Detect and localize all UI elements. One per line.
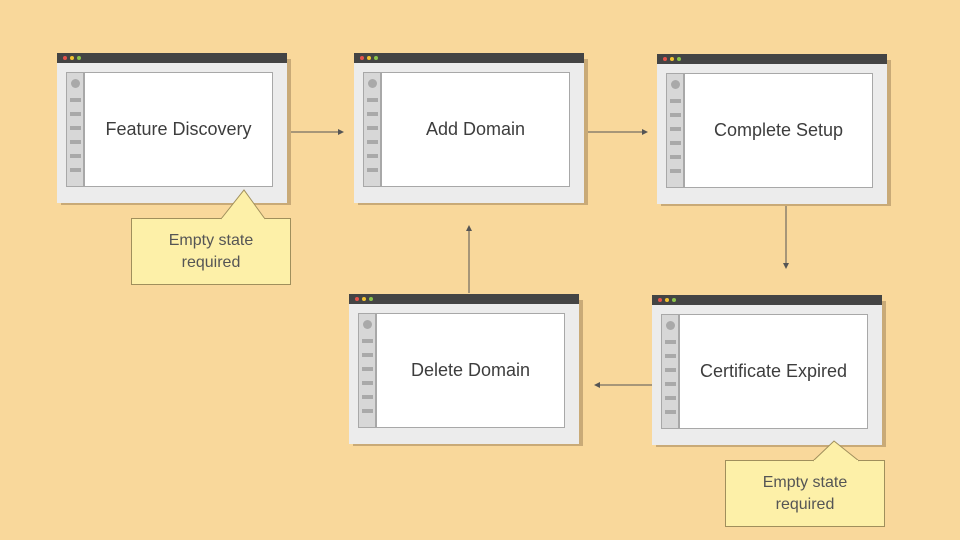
sidebar-line — [362, 339, 373, 343]
avatar-icon — [666, 321, 675, 330]
sidebar-wireframe — [661, 314, 679, 429]
screen-label: Complete Setup — [713, 120, 844, 140]
close-dot-icon — [355, 297, 359, 301]
sidebar-line — [70, 154, 81, 158]
sidebar-line — [670, 113, 681, 117]
sidebar-line — [665, 368, 676, 372]
content-area: Complete Setup — [684, 73, 873, 188]
close-dot-icon — [63, 56, 67, 60]
sidebar-line — [367, 140, 378, 144]
screen-delete-domain: Delete Domain — [349, 294, 583, 446]
content-area: Certificate Expired — [679, 314, 868, 429]
maximize-dot-icon — [672, 298, 676, 302]
sidebar-line — [70, 112, 81, 116]
sidebar-line — [367, 98, 378, 102]
minimize-dot-icon — [665, 298, 669, 302]
sidebar-line — [367, 112, 378, 116]
callout-note-feature-discovery: Empty state required — [131, 218, 291, 285]
sidebar-wireframe — [358, 313, 376, 428]
browser-window: Delete Domain — [349, 294, 579, 444]
window-titlebar — [57, 53, 287, 63]
window-titlebar — [657, 54, 887, 64]
avatar-icon — [671, 80, 680, 89]
callout-pointer — [220, 189, 266, 220]
screen-add-domain: Add Domain — [354, 53, 588, 205]
maximize-dot-icon — [677, 57, 681, 61]
sidebar-line — [70, 126, 81, 130]
screen-label: Add Domain — [425, 119, 526, 139]
sidebar-wireframe — [363, 72, 381, 187]
window-titlebar — [354, 53, 584, 63]
sidebar-line — [665, 382, 676, 386]
sidebar-line — [362, 381, 373, 385]
close-dot-icon — [360, 56, 364, 60]
screen-label: Feature Discovery — [105, 119, 252, 139]
sidebar-line — [665, 396, 676, 400]
sidebar-line — [665, 340, 676, 344]
sidebar-wireframe — [66, 72, 84, 187]
sidebar-line — [670, 141, 681, 145]
minimize-dot-icon — [670, 57, 674, 61]
close-dot-icon — [658, 298, 662, 302]
content-area: Feature Discovery — [84, 72, 273, 187]
browser-window: Certificate Expired — [652, 295, 882, 445]
sidebar-line — [367, 168, 378, 172]
screen-feature-discovery: Feature Discovery — [57, 53, 291, 205]
sidebar-line — [665, 410, 676, 414]
sidebar-line — [362, 367, 373, 371]
sidebar-wireframe — [666, 73, 684, 188]
screen-label: Certificate Expired — [699, 361, 848, 381]
sidebar-line — [70, 98, 81, 102]
sidebar-line — [367, 154, 378, 158]
note-text: Empty state required — [168, 231, 254, 271]
maximize-dot-icon — [374, 56, 378, 60]
minimize-dot-icon — [367, 56, 371, 60]
content-area: Add Domain — [381, 72, 570, 187]
sidebar-line — [665, 354, 676, 358]
sidebar-line — [362, 395, 373, 399]
avatar-icon — [363, 320, 372, 329]
screen-complete-setup: Complete Setup — [657, 54, 891, 206]
maximize-dot-icon — [369, 297, 373, 301]
sidebar-line — [367, 126, 378, 130]
minimize-dot-icon — [362, 297, 366, 301]
avatar-icon — [368, 79, 377, 88]
callout-pointer — [812, 440, 860, 462]
minimize-dot-icon — [70, 56, 74, 60]
browser-window: Add Domain — [354, 53, 584, 203]
note-text: Empty state required — [762, 473, 848, 513]
sidebar-line — [70, 140, 81, 144]
sidebar-line — [670, 127, 681, 131]
sidebar-line — [362, 353, 373, 357]
content-area: Delete Domain — [376, 313, 565, 428]
sidebar-line — [670, 99, 681, 103]
window-titlebar — [652, 295, 882, 305]
screen-certificate-expired: Certificate Expired — [652, 295, 886, 447]
sidebar-line — [670, 169, 681, 173]
window-titlebar — [349, 294, 579, 304]
sidebar-line — [670, 155, 681, 159]
sidebar-line — [70, 168, 81, 172]
maximize-dot-icon — [77, 56, 81, 60]
callout-note-certificate-expired: Empty state required — [725, 460, 885, 527]
browser-window: Feature Discovery — [57, 53, 287, 203]
avatar-icon — [71, 79, 80, 88]
browser-window: Complete Setup — [657, 54, 887, 204]
close-dot-icon — [663, 57, 667, 61]
screen-label: Delete Domain — [410, 360, 531, 380]
sidebar-line — [362, 409, 373, 413]
